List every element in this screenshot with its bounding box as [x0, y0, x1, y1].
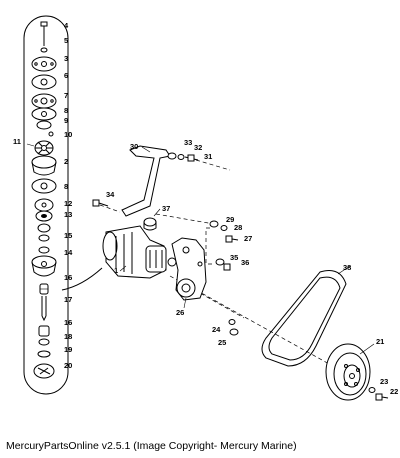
impeller-part: [34, 140, 54, 156]
housing-part: [31, 255, 57, 277]
o-ring-part: [48, 131, 54, 137]
cap-part: [33, 363, 55, 379]
o-ring-part: [37, 223, 51, 233]
callout-24: 24: [212, 325, 221, 334]
assembly-bracket-line: [205, 227, 212, 265]
assembly-line: [195, 159, 231, 171]
adjusting-brace-part: [121, 145, 171, 217]
part-callouts: 1 2 3 4 5 6 7 8 9 10 11 12 13 14 15 16 1…: [13, 21, 398, 396]
callout-34: 34: [106, 190, 115, 199]
pulley-part: [325, 343, 371, 401]
assembly-line: [99, 204, 121, 213]
callout-11: 11: [13, 137, 21, 146]
callout-17: 17: [64, 295, 72, 304]
callout-10: 10: [64, 130, 72, 139]
callout-26: 26: [176, 308, 184, 317]
callout-12: 12: [64, 199, 72, 208]
bolt-part: [40, 21, 48, 46]
screw-part: [368, 387, 389, 401]
callout-23: 23: [380, 377, 388, 386]
washer-part: [38, 338, 50, 346]
callout-30: 30: [130, 142, 138, 151]
callout-16: 16: [64, 273, 72, 282]
callout-28: 28: [234, 223, 242, 232]
callout-2: 2: [64, 157, 68, 166]
mounting-bracket-part: [171, 237, 207, 301]
washer-part: [40, 47, 48, 53]
plate-part: [31, 178, 57, 194]
seal-part: [36, 120, 52, 130]
callout-5: 5: [64, 36, 68, 45]
nut-part: [215, 258, 231, 271]
callout-35: 35: [230, 253, 238, 262]
washer-part: [228, 319, 239, 336]
callout-32: 32: [194, 143, 202, 152]
callout-22: 22: [390, 387, 398, 396]
callout-31: 31: [204, 152, 212, 161]
housing-part: [31, 155, 57, 176]
callout-18: 18: [64, 332, 72, 341]
callout-27: 27: [244, 234, 252, 243]
gasket-part: [31, 74, 57, 90]
bearing-part: [35, 210, 53, 222]
callout-7: 7: [64, 91, 68, 100]
callout-38: 38: [343, 263, 351, 272]
callout-4: 4: [64, 21, 69, 30]
callout-1: 1: [114, 266, 118, 275]
plate-part: [31, 107, 57, 121]
washer-part: [38, 246, 50, 254]
drive-belt-part: [261, 270, 347, 367]
bolt-part: [92, 199, 109, 207]
callout-19: 19: [64, 345, 72, 354]
callout-16b: 16: [64, 318, 72, 327]
callout-37: 37: [162, 204, 170, 213]
coupling-part: [38, 325, 50, 337]
callout-21: 21: [376, 337, 384, 346]
sleeve-part: [39, 283, 49, 295]
callout-13: 13: [64, 210, 72, 219]
callout-9: 9: [64, 116, 68, 125]
callout-36: 36: [241, 258, 249, 267]
pump-stack-panel: [23, 15, 69, 395]
callout-6: 6: [64, 71, 68, 80]
seal-part: [34, 198, 54, 212]
callout-15: 15: [64, 231, 72, 240]
shaft-part: [41, 296, 47, 322]
callout-14: 14: [64, 248, 73, 257]
gasket-part: [31, 93, 57, 109]
pump-assembly: [102, 225, 177, 279]
callout-20: 20: [64, 361, 72, 370]
spacer-part: [143, 217, 157, 231]
callout-25: 25: [218, 338, 226, 347]
callout-8b: 8: [64, 182, 68, 191]
exploded-parts-diagram: 1 2 3 4 5 6 7 8 9 10 11 12 13 14 15 16 1…: [13, 15, 398, 401]
washer-part: [38, 234, 50, 242]
plate-part: [31, 56, 57, 72]
callout-29: 29: [226, 215, 234, 224]
callout-8: 8: [64, 106, 68, 115]
assembly-line: [155, 213, 215, 225]
panel-leader-line: [61, 267, 103, 291]
leader-lines: [26, 143, 375, 355]
washer-part: [37, 350, 51, 358]
callout-33: 33: [184, 138, 192, 147]
callout-3: 3: [64, 54, 68, 63]
bolt-part: [167, 152, 199, 162]
image-caption: MercuryPartsOnline v2.5.1 (Image Copyrig…: [6, 440, 297, 452]
washer-part: [209, 220, 239, 243]
